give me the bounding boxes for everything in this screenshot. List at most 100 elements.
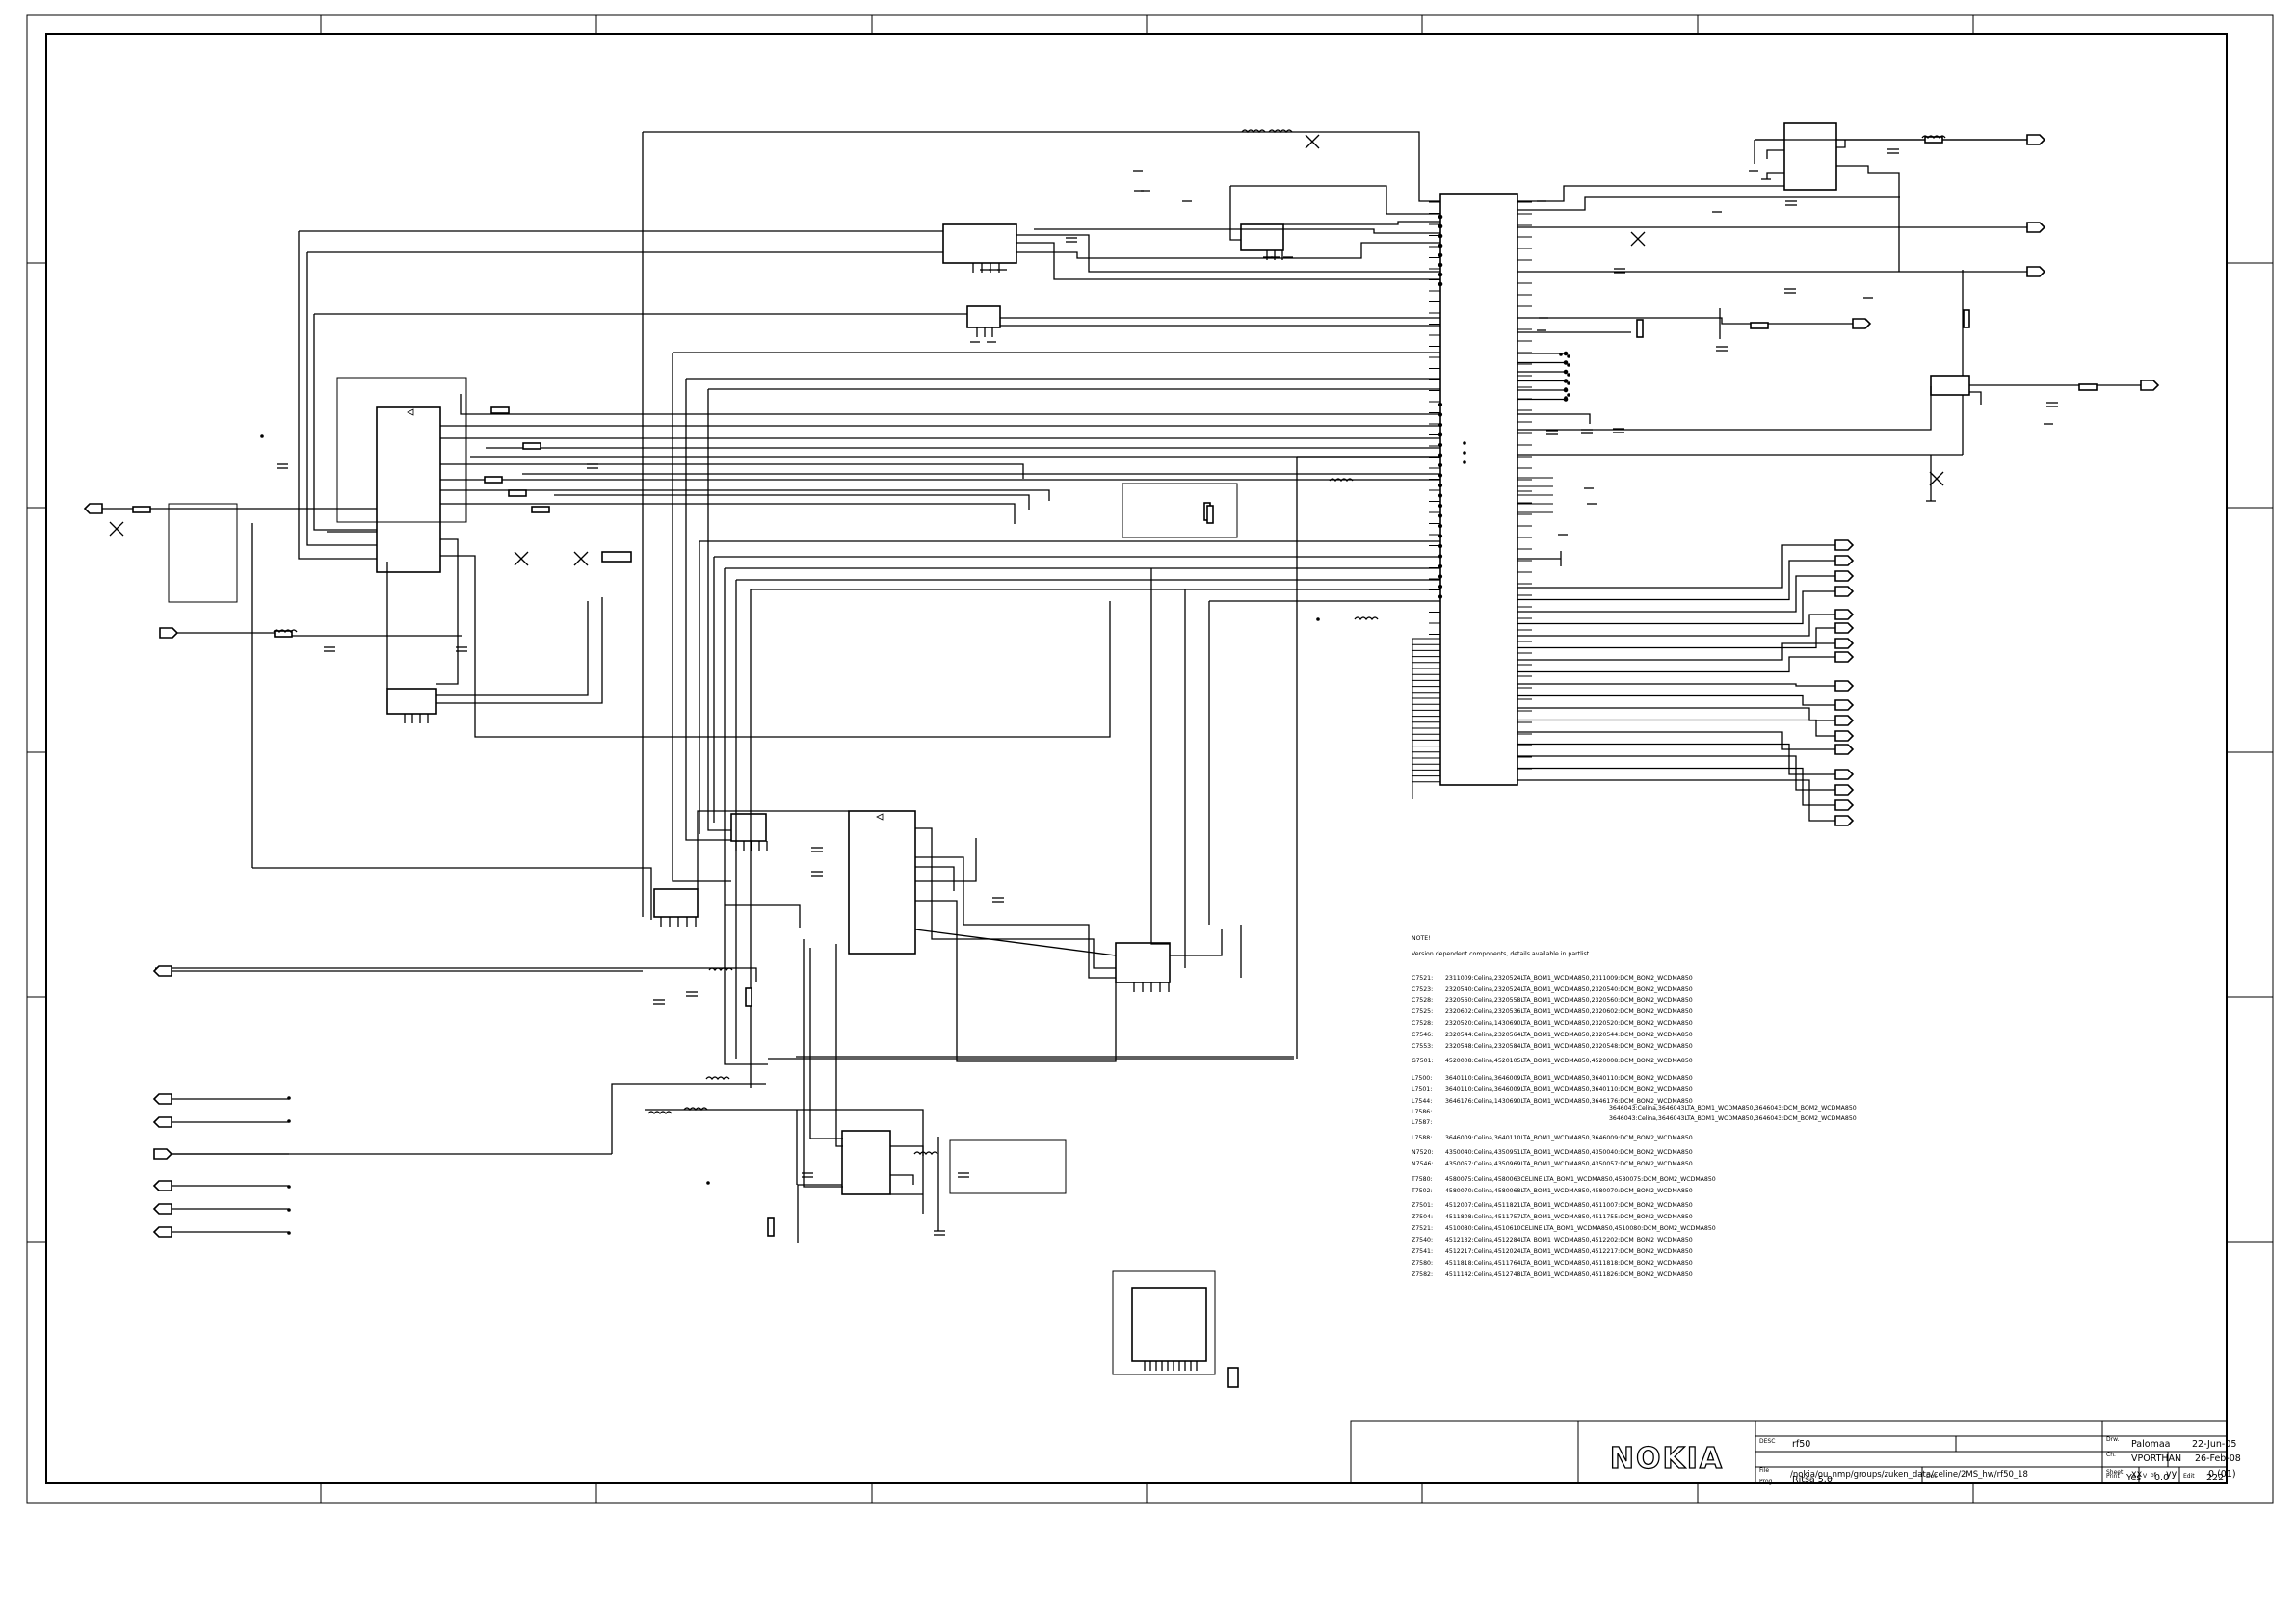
port-right [1834, 784, 1855, 796]
prog-label: Prog [1759, 1479, 1773, 1485]
supply-dot [1463, 451, 1466, 455]
sheet-xx: xx [2131, 1469, 2143, 1479]
note-text: 4512132:Celina,4512284LTA_BOM1_WCDMA850,… [1445, 1237, 1693, 1243]
note-text: 4511142:Celina,4512748LTA_BOM1_WCDMA850,… [1445, 1271, 1693, 1278]
supply-dot [1559, 353, 1563, 356]
resistor [484, 476, 503, 484]
inductor [273, 629, 298, 634]
port-left [152, 965, 172, 977]
note-text: 2320602:Celina,2320536LTA_BOM1_WCDMA850,… [1445, 1008, 1693, 1015]
sheet-yy: yy [2166, 1469, 2177, 1479]
note-text: 4512007:Celina,4511821LTA_BOM1_WCDMA850,… [1445, 1202, 1693, 1209]
note-ref: Z7540: [1412, 1237, 1433, 1243]
note-text: 4580075:Celina,4580063CELINE LTA_BOM1_WC… [1445, 1176, 1716, 1183]
edit-value: 222 [2206, 1473, 2224, 1483]
supply-dot [287, 1185, 291, 1189]
note-ref: Z7504: [1412, 1214, 1433, 1220]
note-text: 2320548:Celina,2320584LTA_BOM1_WCDMA850,… [1445, 1043, 1693, 1050]
sheet-of: of [2151, 1472, 2157, 1479]
inductor [913, 1151, 938, 1156]
resistor [490, 406, 510, 414]
note-ref: T7502: [1411, 1188, 1433, 1194]
resistor [1206, 505, 1214, 524]
port-right [1834, 609, 1855, 620]
supply-dot [706, 1181, 710, 1185]
note-ref: L7501: [1412, 1086, 1432, 1093]
port-left [152, 1093, 172, 1105]
port-right [1834, 815, 1855, 826]
port-right [1834, 699, 1855, 711]
desc-label: DESC [1759, 1438, 1775, 1445]
resistor [767, 1217, 775, 1237]
port-right [1834, 651, 1855, 663]
port-right [1852, 318, 1872, 329]
supply-dot [1564, 370, 1568, 374]
drawn-name: Palomaa [2131, 1439, 2170, 1450]
drawn-date: 22-Jun-05 [2192, 1439, 2236, 1450]
resistor [522, 442, 541, 450]
port-right [1834, 680, 1855, 692]
note-ref: L7588: [1412, 1135, 1432, 1141]
sheet-count: 0 (01) [2208, 1469, 2236, 1479]
drawn-label: Drw. [2106, 1436, 2119, 1443]
resistor [132, 506, 151, 513]
supply-dot [287, 1119, 291, 1123]
note-ref: Z7582: [1412, 1271, 1433, 1278]
note-text: 4512217:Celina,4512024LTA_BOM1_WCDMA850,… [1445, 1248, 1693, 1255]
file-path: /nokia/ou_nmp/groups/zuken_data/celine/2… [1790, 1470, 2028, 1479]
supply-dot [1463, 460, 1466, 464]
port-left [152, 1226, 172, 1238]
nokia-logo: NOKIA [1610, 1442, 1724, 1476]
power-amplifier-ic [848, 810, 916, 955]
supply-dot [1463, 441, 1466, 445]
supply-dot [287, 1208, 291, 1212]
note-ref: C7521: [1412, 975, 1433, 982]
note-ref: C7528: [1412, 1020, 1433, 1027]
resistor [2078, 383, 2098, 391]
port-right [1834, 799, 1855, 811]
port-left [152, 1203, 172, 1215]
note-extra: 3646043:Celina,3646043LTA_BOM1_WCDMA850,… [1609, 1115, 1857, 1122]
port-right [2026, 134, 2046, 145]
note-text: 3646009:Celina,3640110LTA_BOM1_WCDMA850,… [1445, 1135, 1693, 1141]
port-right [1834, 744, 1855, 755]
port-right [1834, 539, 1855, 551]
resistor [274, 630, 293, 638]
notes-heading: NOTE! [1412, 935, 1431, 942]
note-text: 2320520:Celina,1430690LTA_BOM1_WCDMA850,… [1445, 1020, 1693, 1027]
note-ref: C7523: [1412, 986, 1433, 993]
transceiver-ic [336, 377, 467, 573]
note-text: 3640110:Celina,3646009LTA_BOM1_WCDMA850,… [1445, 1075, 1693, 1082]
note-text: 3646176:Celina,1430690LTA_BOM1_WCDMA850,… [1445, 1098, 1693, 1105]
port-right [1834, 730, 1855, 742]
port-right [159, 627, 179, 639]
supply-dot [1567, 354, 1570, 358]
inductor [1329, 478, 1354, 483]
port-right [1834, 715, 1855, 726]
resistor [508, 489, 527, 497]
doc-label: Doc [1926, 1473, 1938, 1479]
prog-value: Ritsa 5.0 [1792, 1475, 1833, 1485]
wires [155, 131, 2141, 1243]
connector [601, 551, 632, 563]
supply-dot [1567, 373, 1570, 377]
note-ref: C7546: [1412, 1032, 1433, 1038]
note-ref: L7544: [1412, 1098, 1432, 1105]
note-ref: C7528: [1412, 997, 1433, 1004]
inductor [683, 1107, 708, 1112]
port-left [83, 503, 103, 514]
supply-dot [1567, 393, 1570, 397]
drawing-frame [26, 14, 2274, 1504]
inductor [708, 967, 733, 972]
rf-asic [1412, 193, 1569, 799]
note-text: 4511818:Celina,4511764LTA_BOM1_WCDMA850,… [1445, 1260, 1693, 1267]
note-ref: Z7580: [1412, 1260, 1433, 1267]
note-ref: Z7501: [1412, 1202, 1433, 1209]
port-right [1834, 622, 1855, 634]
print-label: Print [2106, 1473, 2120, 1479]
note-text: 4520008:Celina,4520105LTA_BOM1_WCDMA850,… [1445, 1058, 1693, 1064]
supply-dot [1316, 617, 1320, 621]
connector-tab [1227, 1367, 1239, 1388]
note-ref: Z7541: [1412, 1248, 1433, 1255]
